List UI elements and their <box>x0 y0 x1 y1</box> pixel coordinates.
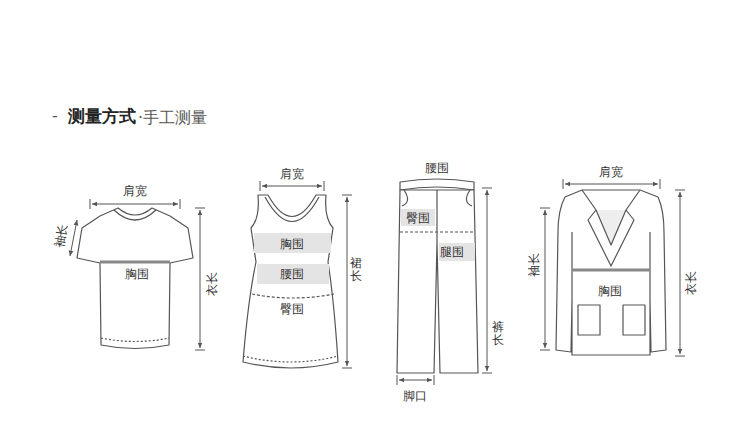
measure-label: 袖长 <box>527 253 541 277</box>
measure-label: 腰围 <box>280 267 304 281</box>
title-dash: - <box>52 106 58 125</box>
measure-label: 衣长 <box>205 272 219 296</box>
measure-label: 裙长 <box>350 257 362 283</box>
page-title: 测量方式 <box>68 106 136 126</box>
measure-label: 脚口 <box>403 389 427 403</box>
measure-label: 腿围 <box>440 245 464 259</box>
title-sub: ·手工测量 <box>138 108 207 127</box>
measure-label: 臀围 <box>406 211 430 225</box>
measure-label: 胸围 <box>125 267 149 281</box>
measure-label: 胸围 <box>598 284 622 298</box>
measure-label: 肩宽 <box>599 165 623 179</box>
measure-label: 肩宽 <box>280 167 304 181</box>
measure-label: 裤长 <box>492 321 504 347</box>
measure-label: 腰围 <box>425 161 449 175</box>
measure-label: 肩宽 <box>123 184 147 198</box>
measure-label: 臀围 <box>280 302 304 316</box>
measure-label: 袖长 <box>52 223 70 249</box>
measure-label: 胸围 <box>280 237 304 251</box>
measure-label: 衣长 <box>684 271 698 295</box>
